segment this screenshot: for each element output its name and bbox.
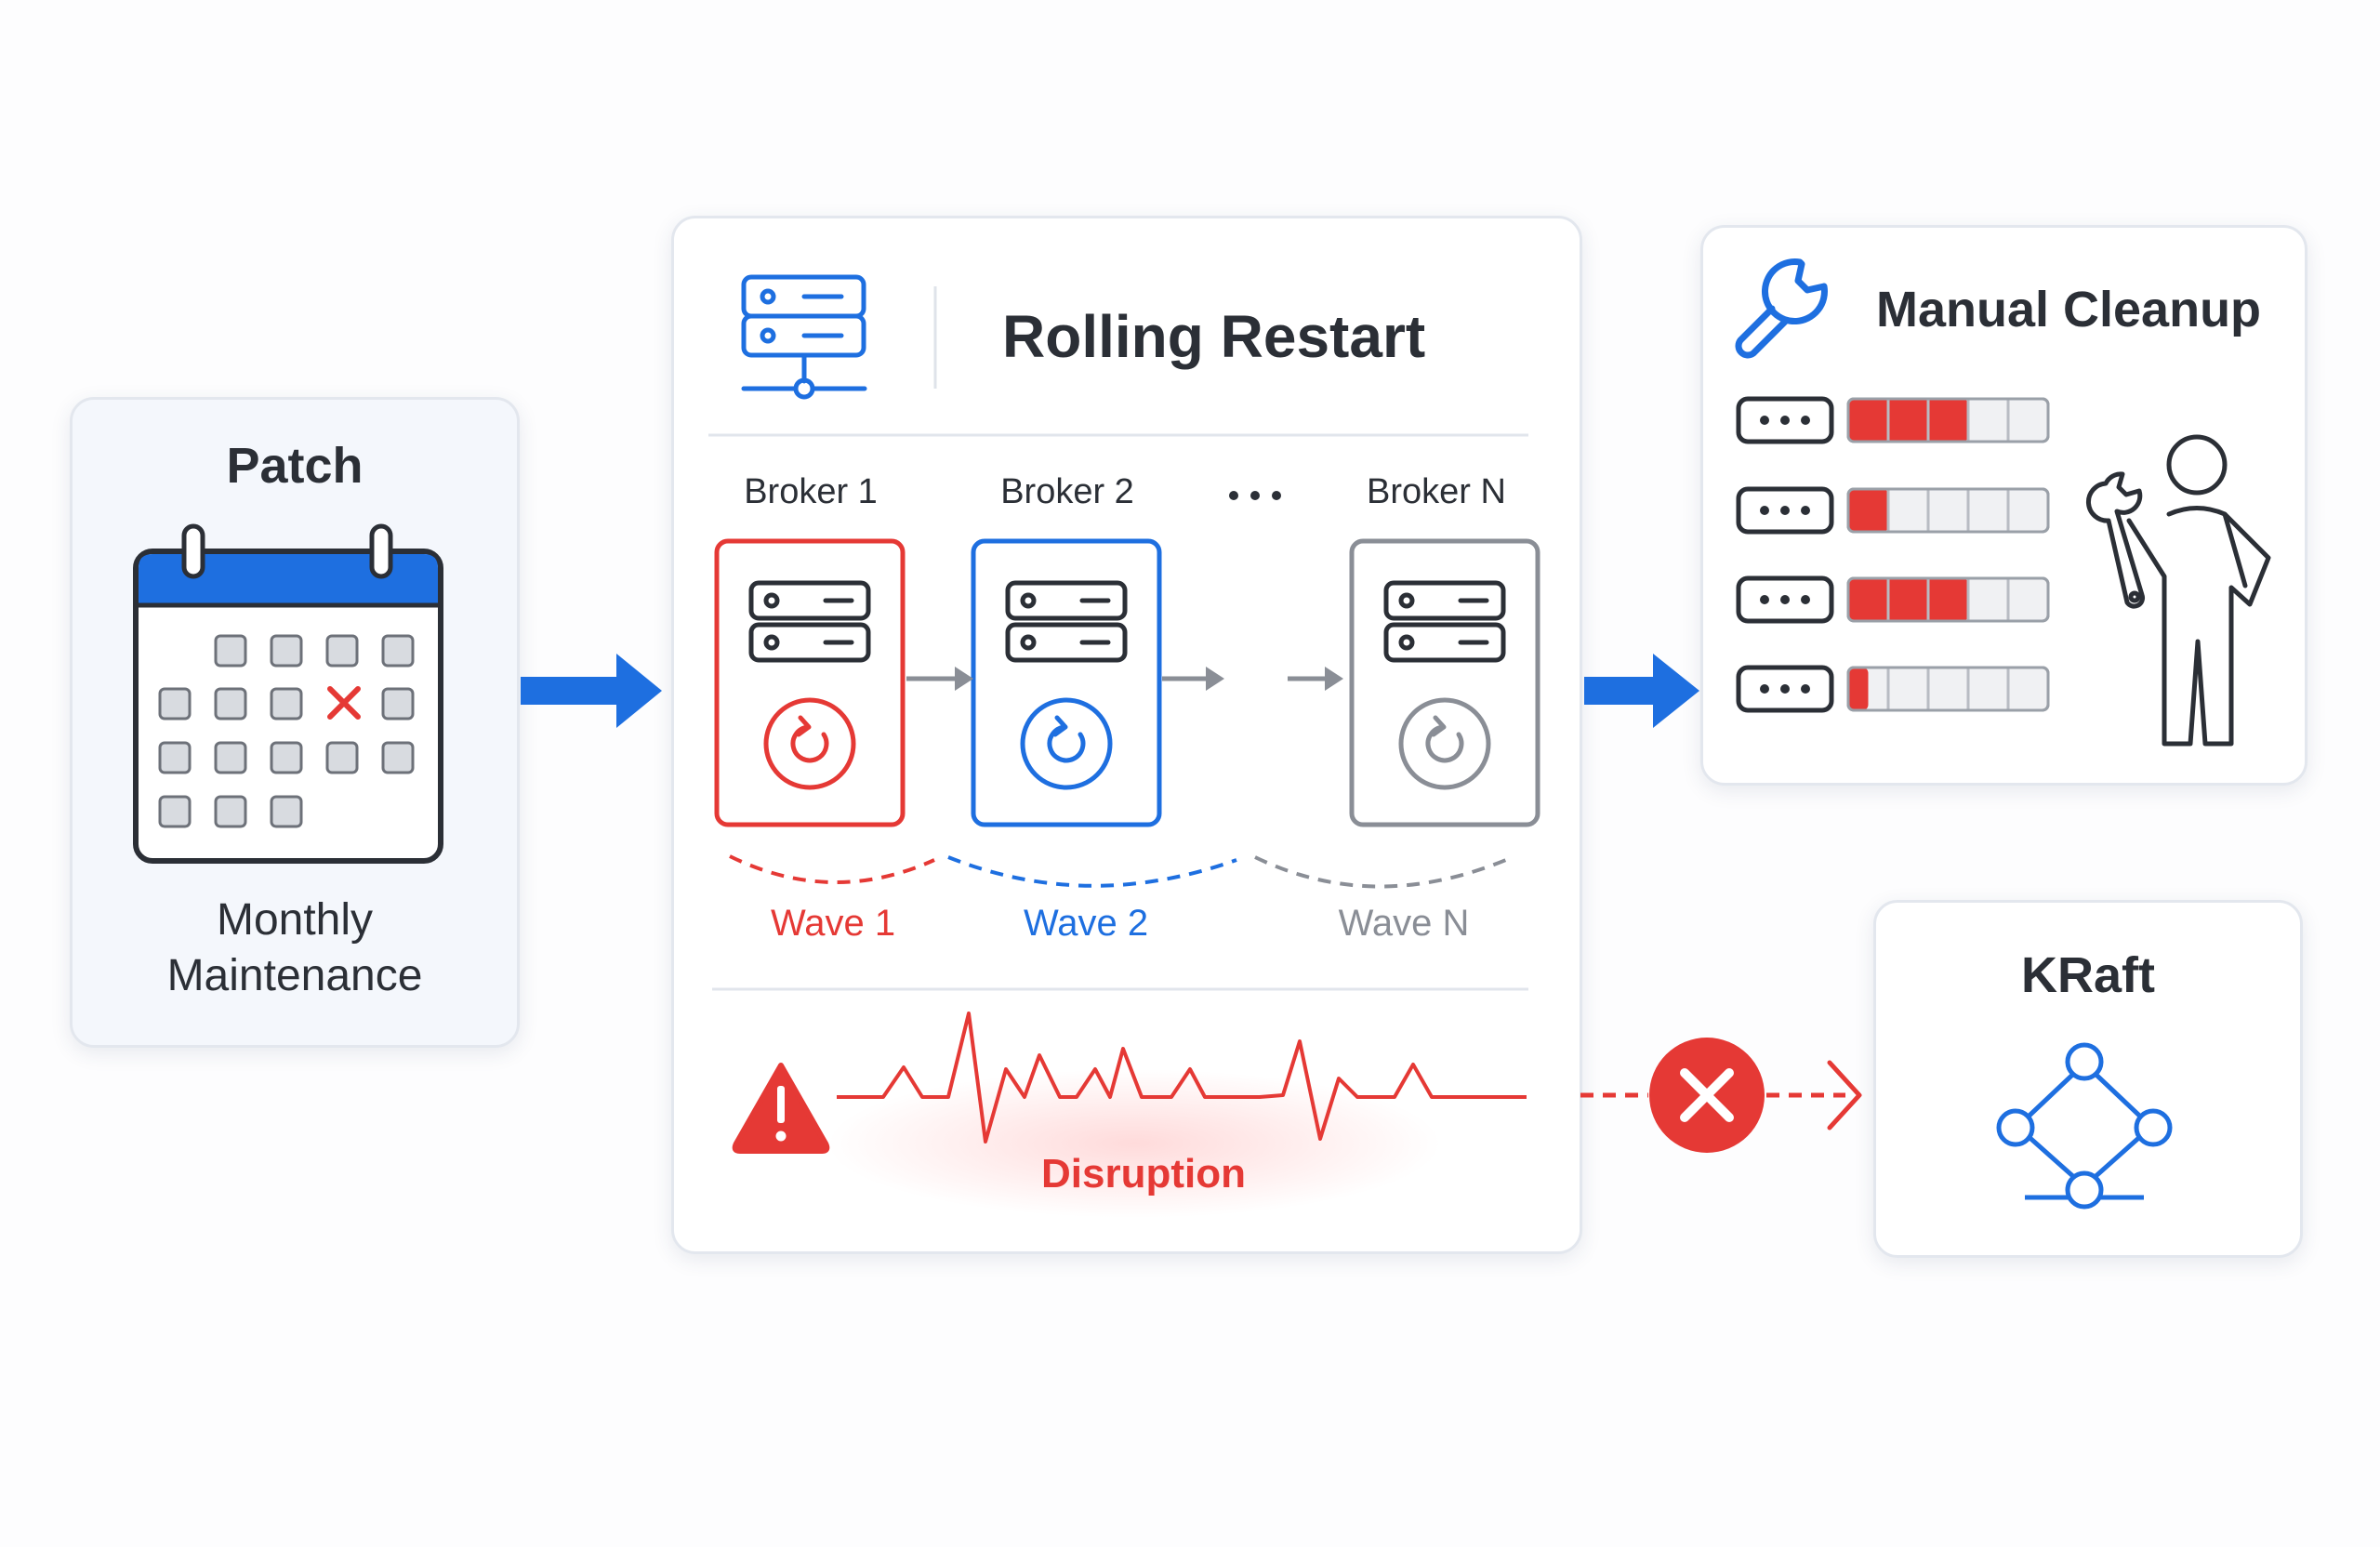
calendar-day-cell: [158, 687, 192, 721]
cleanup-row: [1736, 486, 2050, 535]
manual-cleanup-title: Manual Cleanup: [1876, 282, 2262, 337]
calendar-day-cell: [381, 741, 415, 774]
calendar-day-cell: [270, 687, 303, 721]
wave-arc-n: [1254, 855, 1514, 889]
calendar-day-cell: [270, 634, 303, 668]
calendar-day-cell: [158, 795, 192, 828]
x-circle-icon: [1649, 1038, 1765, 1153]
graph-network-icon: [1996, 1042, 2173, 1210]
restart-icon: [1398, 697, 1491, 790]
blocked-path-to-kraft: [1580, 1060, 1862, 1130]
cleanup-row: [1736, 575, 2050, 624]
calendar-day-cell: [214, 795, 247, 828]
disruption-signal-line: [837, 1012, 1527, 1144]
broker-label-1: Broker 1: [744, 472, 878, 511]
arrow-rolling-to-cleanup: [1584, 654, 1699, 728]
warning-icon: [732, 1063, 830, 1154]
calendar-icon: [133, 523, 443, 864]
wave-label-2: Wave 2: [1023, 903, 1149, 944]
cleanup-row: [1736, 396, 2050, 444]
wave-label-1: Wave 1: [770, 903, 896, 944]
patch-title: Patch: [226, 438, 364, 494]
calendar-day-cell: [158, 741, 192, 774]
wave-label-n: Wave N: [1338, 903, 1470, 944]
calendar-day-cell: [325, 741, 359, 774]
calendar-day-cell: [214, 687, 247, 721]
calendar-day-cell: [381, 687, 415, 721]
wave-arc-1: [729, 854, 935, 884]
broker-box-1: [714, 538, 906, 827]
server-icon: [1383, 580, 1506, 663]
cleanup-progress-bar: [1846, 397, 2050, 443]
calendar-day-cell: [270, 741, 303, 774]
wrench-icon: [1735, 258, 1828, 359]
restart-icon: [1020, 697, 1113, 790]
cleanup-progress-bar: [1846, 487, 2050, 534]
arrow-patch-to-rolling: [521, 654, 662, 728]
broker-label-2: Broker 2: [1000, 472, 1134, 511]
calendar-day-cell: [214, 634, 247, 668]
broker-label-n: Broker N: [1367, 472, 1506, 511]
broker-box-2: [971, 538, 1162, 827]
disruption-label: Disruption: [1041, 1151, 1246, 1197]
cleanup-row: [1736, 665, 2050, 713]
patch-subtitle: Monthly Maintenance: [166, 895, 423, 1000]
server-network-icon: [741, 274, 867, 400]
ellipsis-icon: [1229, 491, 1281, 500]
calendar-day-cell: [325, 634, 359, 668]
calendar-day-cell: [381, 634, 415, 668]
broker-flow-arrows: [906, 667, 1343, 691]
kraft-title: KRaft: [2021, 947, 2155, 1003]
calendar-x-mark: [327, 686, 361, 720]
wave-arc-2: [947, 855, 1237, 888]
calendar-day-cell: [214, 741, 247, 774]
cleanup-progress-bar: [1846, 576, 2050, 623]
server-icon: [1005, 580, 1128, 663]
calendar-day-cell: [270, 795, 303, 828]
person-with-wrench-icon: [2085, 434, 2271, 747]
rolling-restart-title: Rolling Restart: [1002, 303, 1426, 370]
cleanup-progress-bar: [1846, 666, 2050, 712]
broker-box-3: [1349, 538, 1540, 827]
server-icon: [748, 580, 871, 663]
restart-icon: [763, 697, 856, 790]
